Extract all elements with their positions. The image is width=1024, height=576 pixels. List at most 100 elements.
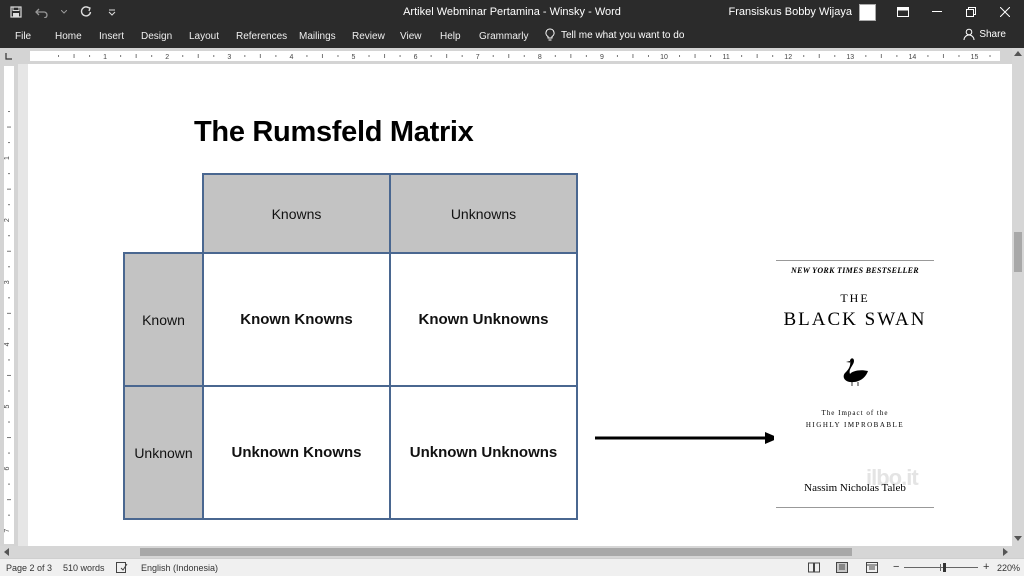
read-mode-icon[interactable] — [808, 562, 820, 573]
tab-home[interactable]: Home — [55, 31, 82, 42]
undo-icon[interactable] — [34, 4, 50, 20]
black-swan-icon — [843, 358, 868, 386]
scroll-down-icon[interactable] — [1014, 536, 1022, 542]
ruler-number: 13 — [846, 54, 854, 61]
tab-references[interactable]: References — [236, 31, 288, 42]
close-icon — [1000, 7, 1010, 17]
book-subtitle-1: The Impact of the — [821, 409, 889, 417]
word-count[interactable]: 510 words — [63, 563, 105, 573]
page[interactable]: The Rumsfeld Matrix Knowns Unknowns Know… — [28, 64, 1012, 546]
book-watermark: ilbo.it — [866, 465, 919, 490]
ruler-number: 14 — [909, 54, 917, 61]
ruler-number: 10 — [660, 54, 668, 61]
title-bar: Artikel Webminar Pertamina - Winsky - Wo… — [0, 0, 1024, 24]
ruler-number: 5 — [352, 54, 356, 61]
proofing-icon[interactable] — [116, 562, 128, 573]
horizontal-scroll-thumb[interactable] — [140, 548, 852, 556]
tell-me-label: Tell me what you want to do — [561, 29, 685, 41]
zoom-slider[interactable] — [904, 563, 978, 572]
language-indicator[interactable]: English (Indonesia) — [141, 563, 219, 573]
scroll-left-icon[interactable] — [3, 548, 9, 556]
user-name[interactable]: Fransiskus Bobby Wijaya — [728, 6, 853, 18]
tab-selector[interactable] — [0, 48, 18, 64]
ruler-number: 15 — [971, 54, 979, 61]
book-bestseller-label: NEW YORK TIMES BESTSELLER — [791, 266, 919, 275]
book-title: BLACK SWAN — [783, 309, 927, 330]
vertical-ruler-number: 4 — [4, 342, 11, 346]
ruler-number: 8 — [538, 54, 542, 61]
vertical-ruler-number: 7 — [4, 529, 11, 533]
book-author: Nassim Nicholas Taleb — [804, 482, 906, 494]
matrix-cell-unknown-knowns[interactable]: Unknown Knowns — [202, 385, 391, 520]
status-bar: Page 2 of 3 510 words English (Indonesia… — [0, 558, 1024, 576]
minimize-button[interactable] — [920, 0, 954, 24]
vertical-ruler-number: 1 — [4, 156, 11, 160]
ribbon-tabs: File Home Insert Design Layout Reference… — [0, 24, 1024, 48]
document-canvas[interactable]: The Rumsfeld Matrix Knowns Unknowns Know… — [18, 64, 1012, 546]
save-icon[interactable] — [8, 4, 24, 20]
document-heading[interactable]: The Rumsfeld Matrix — [194, 116, 474, 148]
tab-help[interactable]: Help — [440, 31, 461, 42]
zoom-in-icon[interactable]: + — [983, 561, 990, 573]
horizontal-scrollbar[interactable] — [0, 546, 1024, 558]
tab-view[interactable]: View — [400, 31, 422, 42]
vertical-ruler-number: 2 — [4, 218, 11, 222]
matrix-col-header-unknowns[interactable]: Unknowns — [389, 173, 578, 254]
scroll-up-icon[interactable] — [1014, 50, 1022, 56]
share-button[interactable]: Share — [963, 28, 1006, 40]
tab-review[interactable]: Review — [352, 31, 385, 42]
cover-top-rule — [776, 260, 934, 261]
lightbulb-icon — [545, 28, 555, 41]
tab-insert[interactable]: Insert — [99, 31, 125, 42]
web-layout-icon[interactable] — [866, 562, 878, 573]
ruler-number: 7 — [476, 54, 480, 61]
tab-grammarly[interactable]: Grammarly — [479, 31, 529, 42]
tab-layout[interactable]: Layout — [189, 31, 220, 42]
tab-file[interactable]: File — [15, 31, 32, 42]
restore-button[interactable] — [954, 0, 988, 24]
vertical-scroll-thumb[interactable] — [1014, 232, 1022, 272]
tab-design[interactable]: Design — [141, 31, 173, 42]
book-subtitle-2: HIGHLY IMPROBABLE — [805, 421, 905, 429]
book-cover-image[interactable]: NEW YORK TIMES BESTSELLER THE BLACK SWAN… — [774, 257, 936, 509]
zoom-out-icon[interactable]: − — [893, 561, 900, 573]
zoom-level[interactable]: 220% — [997, 563, 1021, 573]
scroll-right-icon[interactable] — [1003, 548, 1009, 556]
avatar[interactable] — [859, 4, 876, 21]
tell-me-search[interactable]: Tell me what you want to do — [545, 28, 684, 42]
arrow-right-icon[interactable] — [595, 430, 781, 446]
cover-bottom-rule — [776, 507, 934, 508]
ruler-number: 1 — [103, 54, 107, 61]
matrix-row-header-known[interactable]: Known — [123, 252, 204, 387]
ruler-number: 11 — [722, 54, 729, 61]
matrix-cell-known-knowns[interactable]: Known Knowns — [202, 252, 391, 387]
matrix-cell-known-unknowns[interactable]: Known Unknowns — [389, 252, 578, 387]
vertical-scrollbar[interactable] — [1012, 48, 1024, 546]
restore-icon — [966, 7, 976, 17]
ribbon-display-options-button[interactable] — [886, 0, 920, 24]
close-button[interactable] — [988, 0, 1022, 24]
page-indicator[interactable]: Page 2 of 3 — [6, 563, 53, 573]
matrix-cell-unknown-unknowns[interactable]: Unknown Unknowns — [389, 385, 578, 520]
ruler-number: 3 — [227, 54, 231, 61]
matrix-col-header-knowns[interactable]: Knowns — [202, 173, 391, 254]
undo-dropdown-icon[interactable] — [60, 4, 68, 20]
matrix-row-header-unknown[interactable]: Unknown — [123, 385, 204, 520]
redo-icon[interactable] — [78, 4, 94, 20]
ruler-number: 4 — [289, 54, 293, 61]
print-layout-icon[interactable] — [836, 562, 848, 573]
book-title-the: THE — [840, 291, 870, 305]
zoom-slider-thumb[interactable] — [943, 563, 947, 572]
ruler-number: 9 — [600, 54, 604, 61]
tab-mailings[interactable]: Mailings — [299, 31, 336, 42]
quick-access-toolbar — [8, 3, 120, 21]
customize-toolbar-icon[interactable] — [104, 4, 120, 20]
minimize-icon — [932, 11, 942, 12]
